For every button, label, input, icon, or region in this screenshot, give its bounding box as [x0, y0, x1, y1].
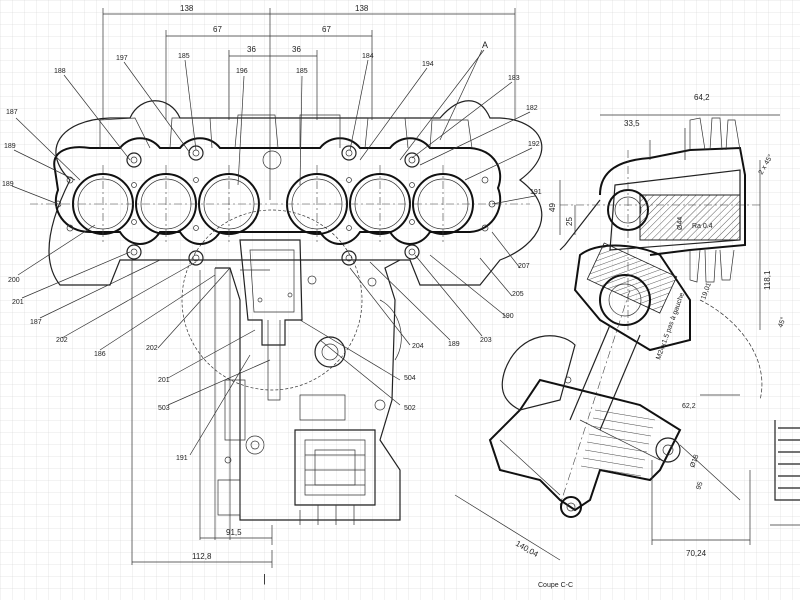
- balloon-186: 186: [94, 351, 106, 358]
- balloon-197: 197: [116, 55, 128, 62]
- balloon-a: A: [482, 40, 488, 50]
- dim-95: 95: [695, 481, 704, 491]
- dim-70-24: 70,24: [686, 549, 707, 558]
- dim-25: 25: [565, 217, 574, 226]
- dim-138-left: 138: [180, 4, 194, 13]
- dim-angle-45: 45°: [776, 316, 787, 329]
- balloon-189b-left: 189: [2, 181, 14, 188]
- balloon-202-left: 202: [56, 337, 68, 344]
- right-edge-fragment: [770, 420, 800, 526]
- balloon-196: 196: [236, 68, 248, 75]
- balloon-191-bottom: 191: [176, 455, 188, 462]
- dim-49: 49: [548, 203, 557, 212]
- balloon-504: 504: [404, 375, 416, 382]
- dim-ra: Ra 0.4: [692, 223, 713, 230]
- balloon-201-center: 201: [158, 377, 170, 384]
- balloon-203: 203: [480, 337, 492, 344]
- balloon-200: 200: [8, 277, 20, 284]
- balloon-190: 190: [502, 313, 514, 320]
- top-dimensions: 138 138 67 67 36 36: [102, 4, 516, 200]
- cursor-mark: |: [263, 573, 266, 585]
- lower-case-body: [214, 239, 402, 540]
- balloon-189-left: 189: [4, 143, 16, 150]
- balloon-187-left: 187: [6, 109, 18, 116]
- balloon-183: 183: [508, 75, 520, 82]
- balloon-194: 194: [422, 61, 434, 68]
- stud-holes: [54, 145, 496, 266]
- section-view-c-c: [454, 114, 780, 561]
- dim-36-left: 36: [247, 45, 256, 54]
- dim-44: Ø44: [677, 217, 684, 230]
- balloon-185b: 185: [296, 68, 308, 75]
- dim-64-2: 64,2: [694, 93, 710, 102]
- engine-block-top-view: [30, 100, 543, 286]
- balloon-192: 192: [528, 141, 540, 148]
- dim-62-2: 62,2: [682, 403, 696, 410]
- dim-112-8: 112,8: [192, 552, 212, 561]
- dim-138-right: 138: [355, 4, 369, 13]
- section-label: Coupe C-C: [538, 582, 573, 589]
- dim-67-right: 67: [322, 25, 331, 34]
- balloon-502: 502: [404, 405, 416, 412]
- balloon-189-right: 189: [448, 341, 460, 348]
- balloon-labels: 188 197 185 196 185 184 194 A 183 182 19…: [2, 40, 542, 462]
- balloon-182: 182: [526, 105, 538, 112]
- balloon-503: 503: [158, 405, 170, 412]
- balloon-204: 204: [412, 343, 424, 350]
- balloon-191-right: 191: [530, 189, 542, 196]
- leader-lines: [11, 49, 536, 456]
- dim-67-left: 67: [213, 25, 222, 34]
- balloon-185a: 185: [178, 53, 190, 60]
- balloon-184: 184: [362, 53, 374, 60]
- dim-118-1: 118,1: [763, 270, 772, 290]
- balloon-207: 207: [518, 263, 530, 270]
- balloon-188: 188: [54, 68, 66, 75]
- dim-91-5: 91,5: [226, 528, 242, 537]
- dim-36-right: 36: [292, 45, 301, 54]
- balloon-187-bottom: 187: [30, 319, 42, 326]
- bottom-dimensions: 91,5 112,8 |: [131, 260, 273, 585]
- balloon-202-center: 202: [146, 345, 158, 352]
- balloon-201: 201: [12, 299, 24, 306]
- dim-33-5: 33,5: [624, 119, 640, 128]
- balloon-205: 205: [512, 291, 524, 298]
- dim-18: Ø18: [689, 454, 700, 469]
